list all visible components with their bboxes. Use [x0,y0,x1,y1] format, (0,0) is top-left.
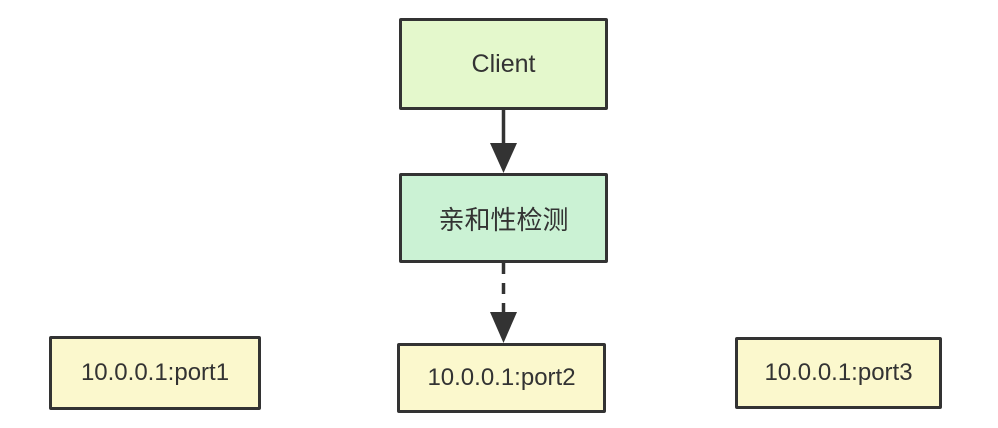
edge-client-to-affinity-arrow [490,110,517,173]
edge-affinity-to-endpoint2-arrow [490,263,517,343]
node-affinity-check: 亲和性检测 [399,173,608,263]
node-endpoint-2-label: 10.0.0.1:port2 [427,364,576,391]
arrowhead-icon [490,143,517,173]
node-client-label: Client [471,49,536,78]
node-client: Client [399,18,608,110]
arrowhead-icon [490,312,517,343]
node-endpoint-1: 10.0.0.1:port1 [49,336,261,410]
node-endpoint-3-label: 10.0.0.1:port3 [764,359,913,386]
node-affinity-check-label: 亲和性检测 [438,204,569,235]
node-endpoint-2: 10.0.0.1:port2 [397,343,606,413]
node-endpoint-3: 10.0.0.1:port3 [735,337,942,409]
node-endpoint-1-label: 10.0.0.1:port1 [80,359,230,386]
